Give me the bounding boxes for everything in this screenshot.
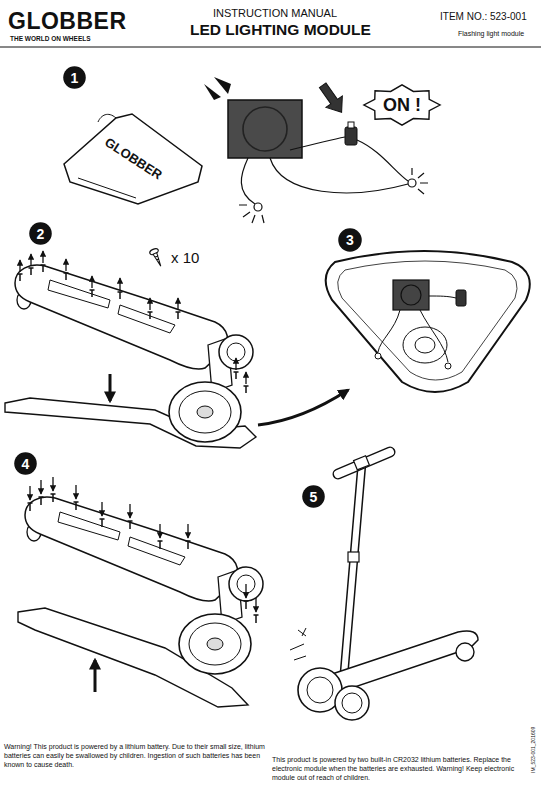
- push-arrow: [314, 80, 349, 119]
- step-number-node: 1: [63, 66, 86, 89]
- manual-title-box: LED LIGHTING MODULE: [190, 21, 390, 39]
- power-plug: [345, 122, 357, 145]
- manual-title: LED LIGHTING MODULE: [190, 21, 390, 39]
- on-burst-node: ON !: [362, 83, 442, 127]
- module-wires: [241, 137, 408, 204]
- item-number: ITEM NO.: 523-001: [440, 11, 538, 23]
- step-number-node: 2: [29, 222, 52, 245]
- item-number-box: ITEM NO.: 523-001: [440, 11, 538, 23]
- step-number: 1: [71, 71, 79, 85]
- step-number-node: 4: [14, 452, 37, 475]
- screw-arrows-down: [28, 477, 259, 623]
- battery-note: This product is powered by two built-in …: [272, 755, 518, 782]
- step-number: 4: [22, 457, 30, 471]
- document-code-box: IM_523-001_201609: [531, 717, 537, 773]
- zoom-arrow: [258, 390, 348, 425]
- pouch-bag-node: GLOBBER: [58, 108, 208, 208]
- manual-kind-box: INSTRUCTION MANUAL: [213, 7, 363, 20]
- step-number-node: 3: [338, 228, 362, 252]
- brand-logo: GLOBBER: [8, 8, 133, 34]
- brand-tagline-box: THE WORLD ON WHEELS: [10, 35, 120, 42]
- brand-logo-box: GLOBBER: [8, 8, 133, 34]
- step-number-node: 5: [302, 485, 325, 508]
- battery-note-box: This product is powered by two built-in …: [272, 755, 518, 782]
- document-code: IM_523-001_201609: [531, 717, 537, 773]
- screw-count-box: x 10: [171, 249, 211, 266]
- brand-tagline: THE WORLD ON WHEELS: [10, 35, 120, 42]
- on-burst: ON !: [383, 96, 421, 114]
- battery-warning-box: Warning! This product is powered by a li…: [4, 742, 268, 769]
- screw-arrows-up: [18, 251, 249, 393]
- scooter-base: [25, 497, 263, 674]
- screw-icon: [149, 247, 165, 268]
- click-marks: [204, 77, 231, 100]
- up-arrow: [94, 660, 97, 692]
- scooter: [290, 452, 478, 720]
- header-rule: [0, 47, 541, 48]
- inset-view: [326, 251, 530, 392]
- item-description-box: Flashing light module: [458, 30, 538, 38]
- step-number: 5: [310, 490, 318, 504]
- item-description: Flashing light module: [458, 30, 538, 38]
- scooter-base: [15, 265, 253, 442]
- battery-warning: Warning! This product is powered by a li…: [4, 742, 268, 769]
- manual-kind: INSTRUCTION MANUAL: [213, 7, 363, 20]
- screw-count: x 10: [171, 249, 211, 266]
- step-number: 3: [346, 233, 354, 247]
- down-arrow: [109, 374, 112, 401]
- led-lights: [239, 168, 428, 223]
- step-number: 2: [37, 227, 45, 241]
